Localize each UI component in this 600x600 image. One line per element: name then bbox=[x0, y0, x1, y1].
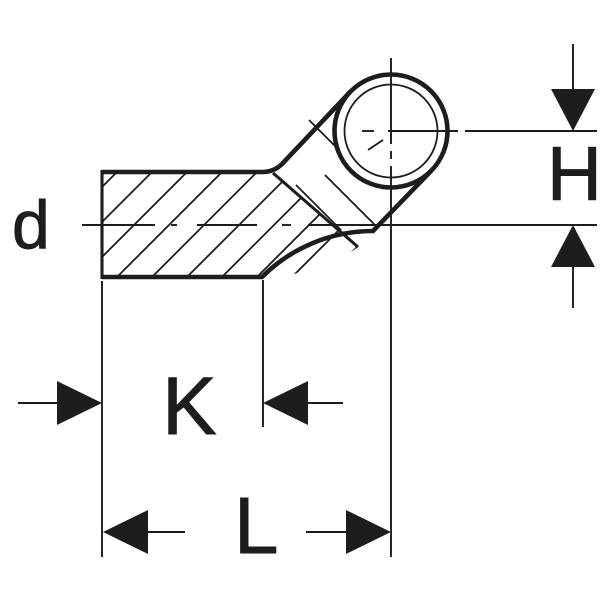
extension-lines bbox=[101, 280, 264, 557]
label-H: H bbox=[547, 132, 600, 217]
dimension-L: L bbox=[103, 481, 391, 570]
arrow-up-icon bbox=[551, 225, 595, 267]
arrow-right-icon bbox=[346, 510, 391, 554]
dimension-K: K bbox=[18, 361, 343, 452]
label-L: L bbox=[234, 481, 279, 570]
label-d: d bbox=[12, 187, 50, 263]
lower-contour bbox=[102, 169, 433, 280]
dimension-H: H bbox=[547, 44, 600, 308]
label-K: K bbox=[162, 361, 217, 452]
arrow-left-icon bbox=[103, 510, 148, 554]
arrow-right-icon bbox=[57, 381, 102, 425]
joint-line bbox=[271, 171, 360, 249]
arrow-down-icon bbox=[551, 89, 595, 131]
fitting-outline bbox=[100, 89, 433, 280]
arrow-left-icon bbox=[263, 381, 308, 425]
upper-contour bbox=[102, 89, 353, 175]
centerlines bbox=[82, 58, 597, 557]
